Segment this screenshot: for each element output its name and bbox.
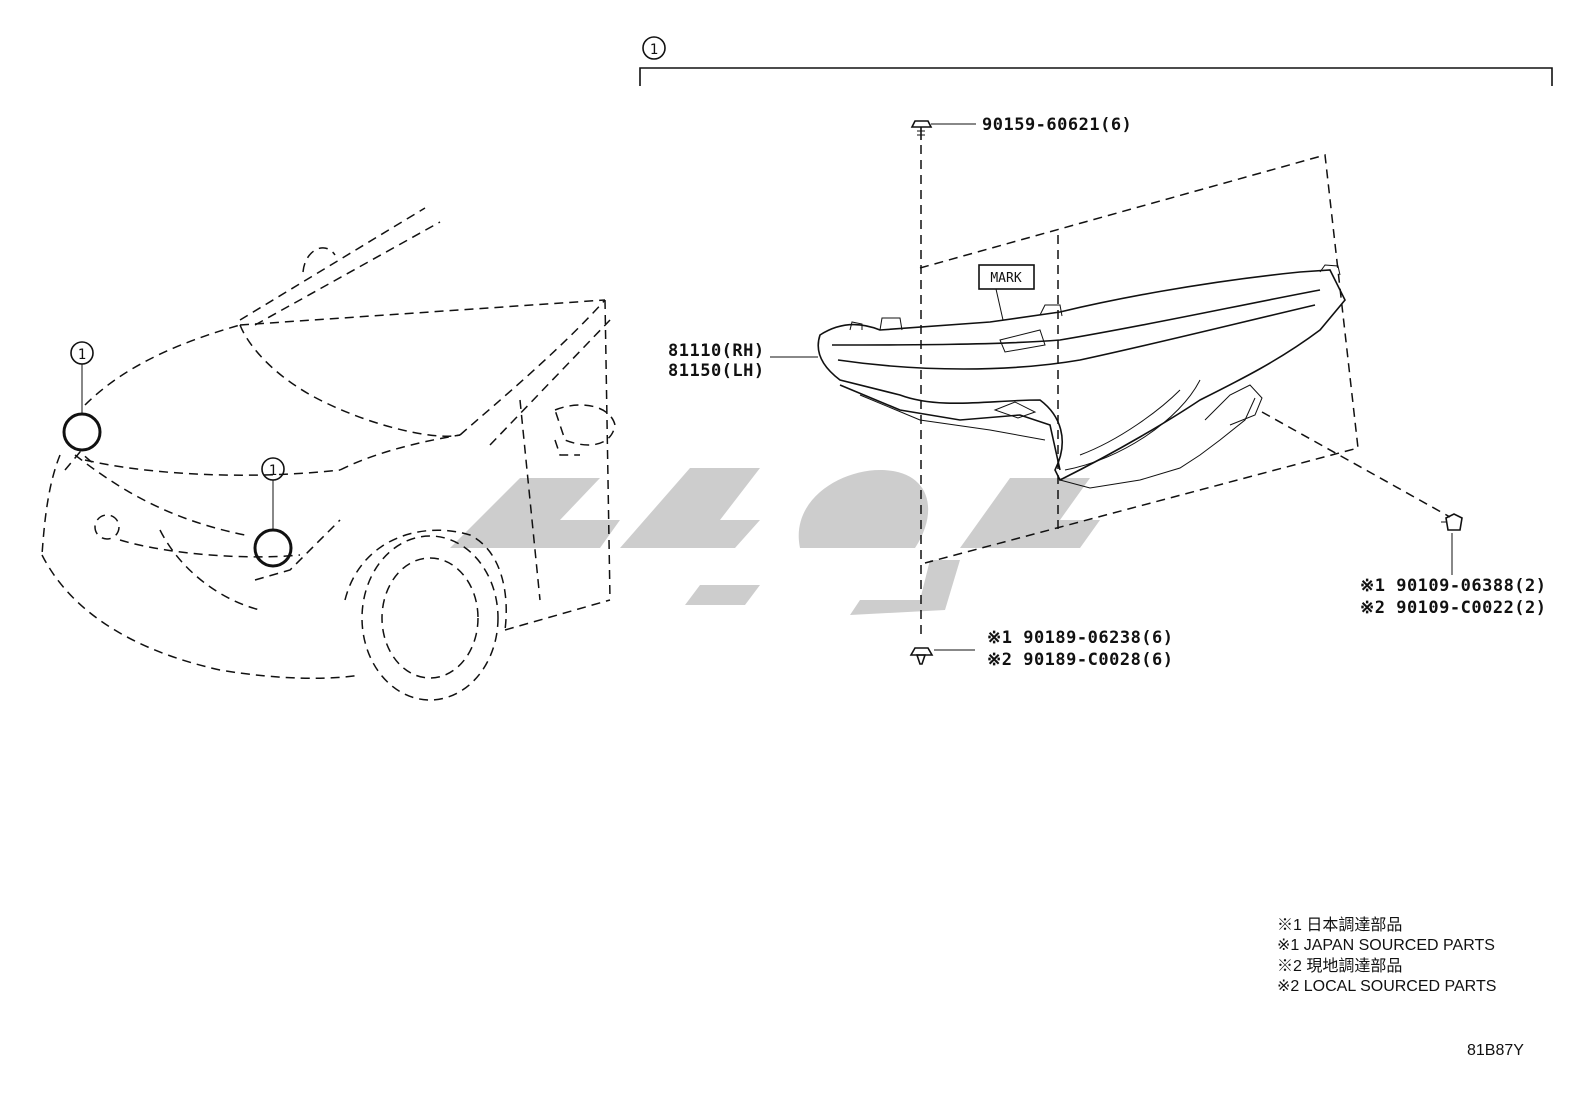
callout-number-right: 1	[269, 463, 277, 479]
headlamp-location-left-marker	[62, 412, 102, 452]
assembly-bracket: 1	[639, 36, 1553, 86]
legend-line-3: ※2 現地調達部品	[1277, 957, 1402, 975]
legend-line-2: ※1 JAPAN SOURCED PARTS	[1277, 937, 1495, 954]
callout-number-top: 1	[650, 42, 658, 58]
vehicle-front-view: 1 1	[41, 207, 616, 701]
part-number-bolt-local: ※2 90189-C0028(6)	[987, 650, 1174, 670]
legend: ※1 日本調達部品 ※1 JAPAN SOURCED PARTS ※2 現地調達…	[1277, 916, 1496, 995]
legend-line-4: ※2 LOCAL SOURCED PARTS	[1277, 978, 1496, 995]
headlamp-location-right-marker	[253, 528, 293, 568]
side-bolt-icon	[1441, 513, 1463, 531]
callout-number-left: 1	[78, 347, 86, 363]
diagram-code: 81B87Y	[1467, 1042, 1524, 1059]
part-number-headlamp-lh: 81150(LH)	[668, 361, 765, 381]
part-number-side-bolt-japan: ※1 90109-06388(2)	[1360, 576, 1547, 596]
bolt-icon	[909, 647, 934, 665]
watermark-logo	[450, 468, 1100, 615]
legend-line-1: ※1 日本調達部品	[1277, 916, 1402, 934]
part-number-headlamp-rh: 81110(RH)	[668, 341, 765, 361]
screw-icon	[910, 120, 933, 140]
part-number-side-bolt-local: ※2 90109-C0022(2)	[1360, 598, 1547, 618]
part-number-bolt-japan: ※1 90189-06238(6)	[987, 628, 1174, 648]
mark-label: MARK	[990, 271, 1021, 286]
mark-label-box	[978, 264, 1035, 290]
headlamp-assembly-drawing: MARK	[770, 120, 1463, 665]
part-number-screw-top: 90159-60621(6)	[982, 115, 1132, 135]
